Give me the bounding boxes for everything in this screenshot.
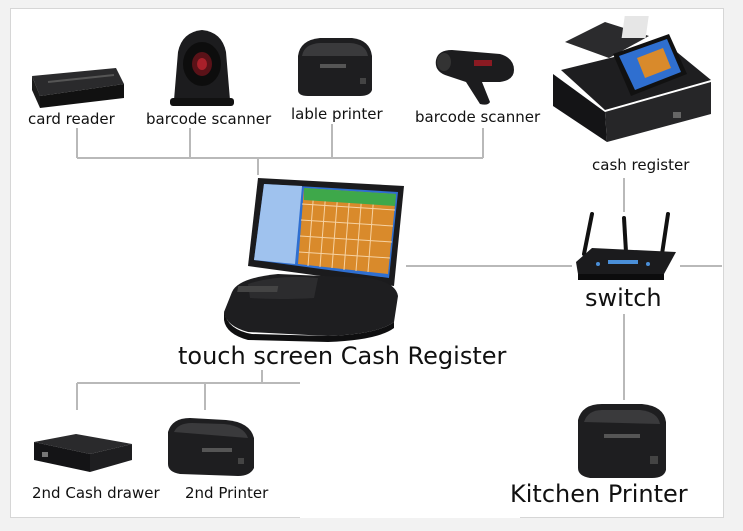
card-reader-icon bbox=[32, 68, 124, 108]
card-reader-label: card reader bbox=[28, 110, 115, 128]
cash-register-icon bbox=[553, 16, 711, 142]
label-printer-icon bbox=[298, 38, 372, 96]
second-printer bbox=[162, 414, 260, 484]
cash-register bbox=[545, 14, 719, 150]
handheld-scanner-icon bbox=[435, 50, 514, 105]
kitchen-printer bbox=[572, 400, 672, 484]
barcode-scanner-icon bbox=[170, 30, 234, 106]
switch-label: switch bbox=[585, 284, 662, 312]
barcode-scanner-1-label: barcode scanner bbox=[146, 110, 272, 128]
touch-screen-cash-register bbox=[218, 174, 408, 348]
kitchen-printer-label: Kitchen Printer bbox=[510, 480, 688, 508]
white-backdrop bbox=[300, 378, 520, 518]
kitchen-printer-icon bbox=[578, 404, 666, 478]
label-printer bbox=[290, 34, 376, 104]
barcode-scanner-2-label: barcode scanner bbox=[415, 108, 541, 126]
cash-drawer-icon bbox=[34, 434, 132, 472]
cash-register-label: cash register bbox=[592, 156, 690, 174]
second-cash-drawer bbox=[28, 428, 136, 480]
second-printer-label: 2nd Printer bbox=[185, 484, 269, 502]
label-printer-label: lable printer bbox=[291, 105, 383, 123]
router-icon bbox=[576, 212, 676, 280]
touch-register-label: touch screen Cash Register bbox=[178, 342, 507, 370]
barcode-scanner-1 bbox=[160, 22, 240, 114]
touch-register-icon bbox=[224, 178, 404, 342]
barcode-scanner-2 bbox=[430, 46, 520, 110]
card-reader bbox=[28, 62, 128, 116]
network-switch bbox=[572, 212, 680, 288]
printer-icon bbox=[168, 418, 254, 476]
cash-drawer-label: 2nd Cash drawer bbox=[32, 484, 160, 502]
